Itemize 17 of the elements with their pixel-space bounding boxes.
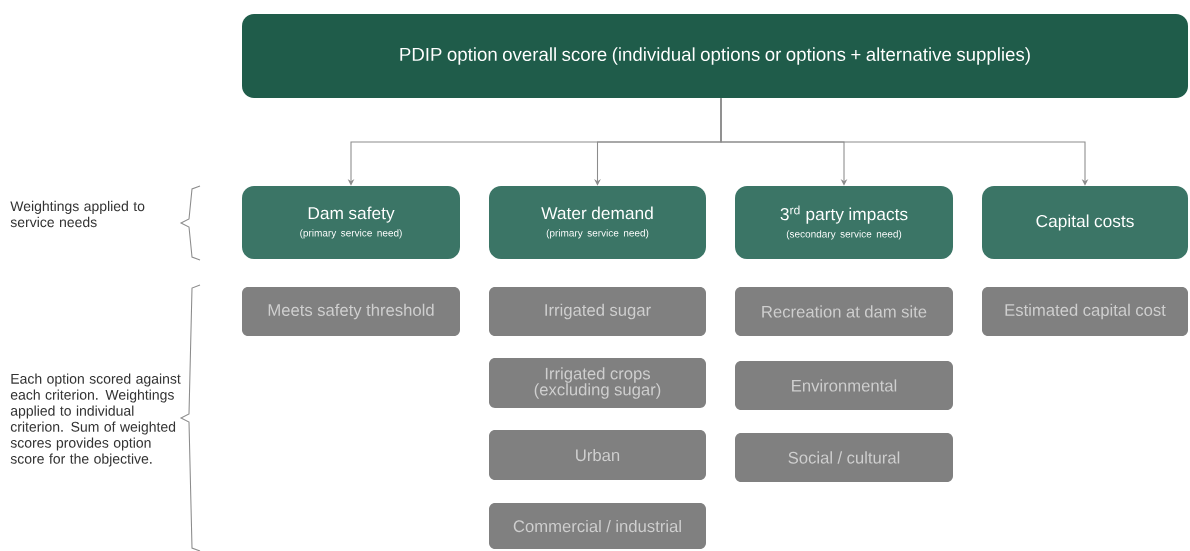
criterion-box: Urban xyxy=(489,430,706,480)
criterion-box: Irrigated sugar xyxy=(489,287,706,336)
criterion-box: Irrigated crops (excluding sugar) xyxy=(489,358,706,408)
criterion-box: Estimated capital cost xyxy=(982,287,1188,336)
criterion-box: Environmental xyxy=(735,361,953,410)
arrow xyxy=(720,97,1089,186)
category-box: Dam safety (primary service need) xyxy=(242,186,460,259)
criterion-box: Social / cultural xyxy=(735,433,953,482)
category-box: Capital costs xyxy=(982,186,1188,259)
criterion-box: Meets safety threshold xyxy=(242,287,460,336)
note-text: Each option scored against each criterion. Weightings applied to individual criterion. Sum of weighted scores provides option score for the objective. xyxy=(10,373,181,467)
criterion-box: Recreation at dam site xyxy=(735,287,953,336)
category-box: 3$^{rd}$ party impacts (secondary service need) xyxy=(735,186,953,259)
heading-box: PDIP option overall score (individual options or options + alternative supplies) xyxy=(242,14,1188,98)
note-text: Weightings applied to service needs xyxy=(10,200,145,228)
category-box: Water demand (primary service need) xyxy=(489,186,706,259)
criterion-box: Commercial / industrial xyxy=(489,503,706,549)
